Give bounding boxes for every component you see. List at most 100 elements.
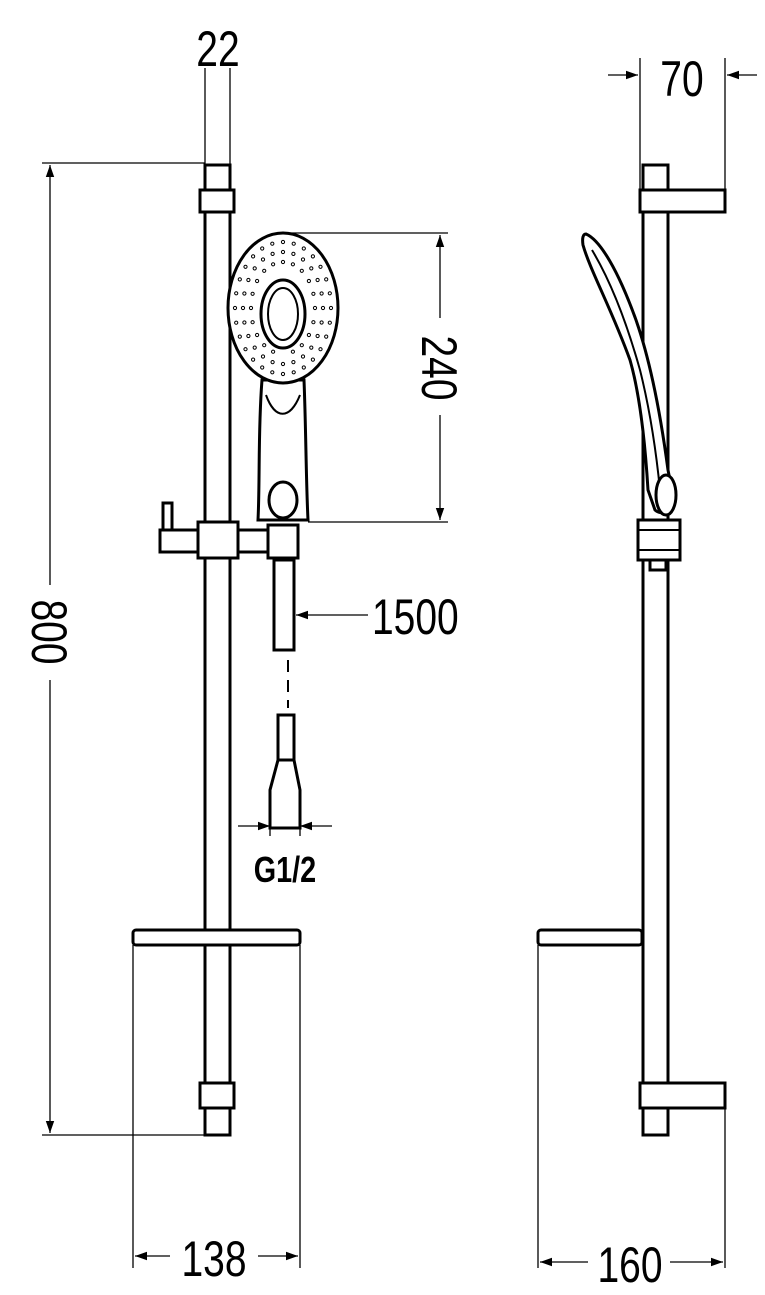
nozzle-dot	[315, 333, 320, 339]
nozzle-dot	[251, 254, 256, 259]
nozzle-dot	[246, 333, 251, 339]
nozzle-dot	[324, 334, 329, 339]
svg-text:138: 138	[181, 1230, 246, 1287]
nozzle-dot	[242, 291, 247, 296]
nozzle-dot	[300, 257, 306, 262]
nozzle-dot	[280, 259, 286, 265]
nozzle-dot	[242, 320, 247, 325]
nozzle-dot	[280, 239, 286, 245]
dimension-connection: G1/2	[238, 821, 332, 890]
nozzle-dot	[312, 305, 318, 311]
hand-shower-side	[581, 232, 682, 572]
top-bracket-side	[638, 188, 727, 214]
nozzle-dot	[255, 332, 260, 338]
side-view: 70 160	[536, 50, 757, 1293]
nozzle-dot	[271, 262, 276, 267]
nozzle-dot	[306, 332, 311, 338]
hose	[268, 558, 302, 830]
svg-text:G1/2: G1/2	[254, 849, 316, 890]
rail	[203, 163, 232, 1137]
nozzle-dot	[291, 251, 296, 256]
nozzle-dot	[270, 241, 275, 246]
nozzle-dot	[270, 370, 275, 375]
dimension-hose-length: 1500	[296, 588, 459, 645]
nozzle-dot	[327, 291, 332, 296]
nozzle-dot	[246, 277, 251, 283]
nozzle-dot	[311, 320, 316, 325]
dimension-dish-depth-side: 160	[537, 945, 726, 1293]
nozzle-dot	[260, 246, 265, 251]
hand-shower	[226, 231, 340, 522]
svg-text:240: 240	[411, 335, 468, 400]
nozzle-dot	[237, 334, 242, 339]
nozzle-dot	[301, 365, 306, 370]
nozzle-dot	[262, 268, 267, 273]
svg-text:70: 70	[660, 50, 703, 107]
top-wall-bracket	[198, 188, 236, 214]
soap-dish	[131, 928, 302, 947]
nozzle-dot	[232, 305, 238, 311]
dimension-bracket-depth: 70	[608, 50, 757, 190]
nozzle-dot	[310, 357, 315, 362]
front-view: 22 800 240 1500 G1/2	[21, 20, 468, 1287]
nozzle-dot	[306, 278, 311, 284]
nozzle-dot	[270, 251, 275, 256]
nozzle-dot	[318, 264, 323, 269]
nozzle-dot	[243, 347, 248, 352]
dimension-head-height: 240	[283, 232, 468, 523]
nozzle-dot	[250, 291, 255, 296]
svg-text:800: 800	[21, 599, 78, 664]
nozzle-dot	[309, 266, 314, 271]
nozzle-dot	[324, 277, 329, 282]
nozzle-dot	[291, 360, 296, 365]
nozzle-dot	[260, 365, 265, 370]
nozzle-dot	[327, 320, 332, 325]
nozzle-dot	[328, 305, 334, 311]
nozzle-dot	[319, 291, 324, 296]
nozzle-dot	[291, 370, 296, 375]
nozzle-dot	[290, 262, 295, 267]
nozzle-dot	[252, 345, 257, 350]
nozzle-dot	[315, 277, 320, 283]
nozzle-dot	[260, 354, 266, 359]
nozzle-dot	[260, 257, 266, 262]
rail-side	[641, 163, 670, 1137]
nozzle-dot	[270, 360, 275, 365]
nozzle-dot	[271, 349, 276, 354]
nozzle-dot	[243, 264, 248, 269]
nozzle-dot	[240, 305, 246, 311]
nozzle-dot	[291, 241, 296, 246]
nozzle-dot	[310, 254, 315, 259]
dimension-dish-width-front: 138	[132, 945, 301, 1287]
nozzle-dot	[237, 277, 242, 282]
nozzle-dot	[251, 357, 256, 362]
svg-text:1500: 1500	[372, 588, 459, 645]
nozzle-dot	[280, 371, 286, 377]
nozzle-dot	[234, 320, 239, 325]
nozzle-dot	[301, 246, 306, 251]
nozzle-dot	[311, 291, 316, 296]
nozzle-dot	[299, 343, 304, 348]
slider	[158, 501, 300, 560]
nozzle-dot	[280, 361, 286, 367]
nozzle-dot	[299, 268, 304, 273]
nozzle-dot	[248, 305, 254, 311]
dimension-rail-length: 800	[21, 162, 205, 1136]
nozzle-dot	[250, 320, 255, 325]
nozzle-dot	[318, 347, 323, 352]
svg-text:22: 22	[196, 20, 239, 77]
svg-text:160: 160	[597, 1236, 662, 1293]
bottom-bracket-side	[638, 1081, 727, 1110]
nozzle-dot	[300, 354, 306, 359]
nozzle-dot	[309, 345, 314, 350]
nozzle-dot	[290, 349, 295, 354]
bottom-wall-bracket	[198, 1081, 236, 1110]
dimension-rail-diameter: 22	[196, 20, 240, 165]
nozzle-dot	[262, 343, 267, 348]
nozzle-dot	[234, 291, 239, 296]
nozzle-dot	[252, 266, 257, 271]
nozzle-dot	[320, 305, 326, 311]
nozzle-dot	[319, 320, 324, 325]
soap-dish-side	[536, 928, 644, 947]
